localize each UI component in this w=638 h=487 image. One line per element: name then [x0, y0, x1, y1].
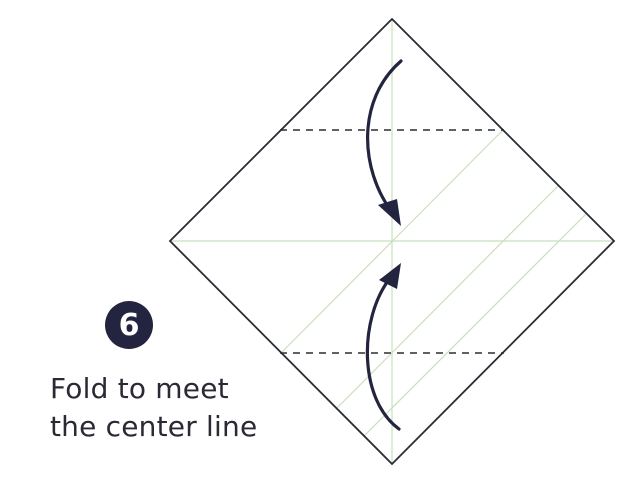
instruction-line-2: the center line: [50, 410, 258, 443]
arrow-down-curve-icon: [366, 59, 403, 226]
instruction-text: Fold to meet the center line: [50, 370, 310, 446]
step-number: 6: [118, 307, 140, 343]
instruction-line-1: Fold to meet: [50, 372, 229, 405]
fold-lines: [280, 129, 504, 354]
crease-diagonal-1: [280, 129, 504, 354]
paper-diamond-outline: [168, 17, 616, 466]
step-number-badge: 6: [105, 301, 153, 349]
crease-diagonal-3: [363, 213, 587, 437]
crease-lines: [170, 19, 614, 464]
arrow-up-curve-icon: [365, 263, 401, 431]
crease-diagonal-2: [335, 185, 559, 410]
